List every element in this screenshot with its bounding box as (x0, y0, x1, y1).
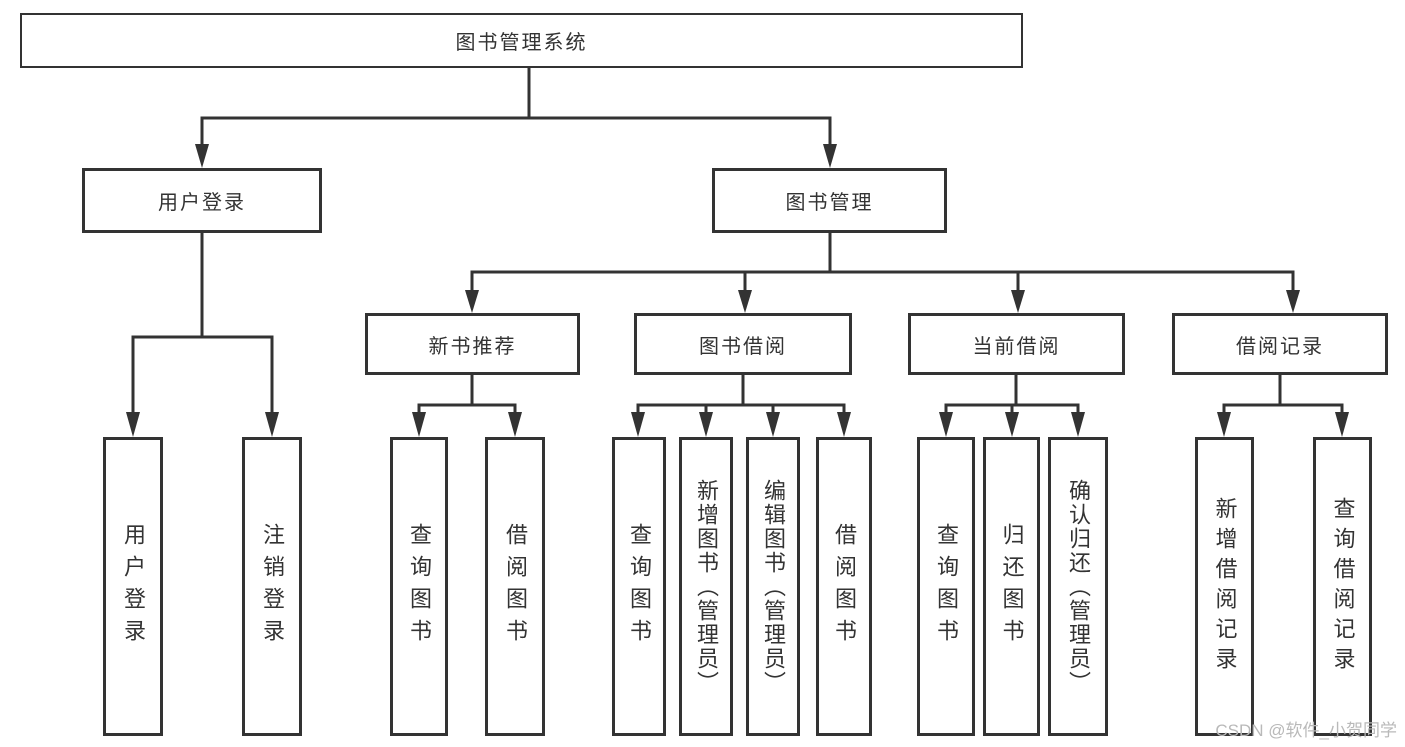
leaf-query-book-borrow-label: 查询图书 (627, 522, 652, 651)
leaf-borrow-book-label: 借阅图书 (832, 522, 857, 651)
node-current-borrow: 当前借阅 (908, 313, 1125, 375)
node-new-book-recommend: 新书推荐 (365, 313, 580, 375)
node-borrow-record-label: 借阅记录 (1236, 335, 1324, 358)
leaf-add-borrow-record: 新增借阅记录 (1195, 437, 1254, 736)
leaf-query-book-recommend-label: 查询图书 (407, 522, 432, 651)
node-root: 图书管理系统 (20, 13, 1023, 68)
node-borrow-record: 借阅记录 (1172, 313, 1388, 375)
leaf-return-book: 归还图书 (983, 437, 1040, 736)
node-new-book-recommend-label: 新书推荐 (428, 335, 517, 358)
leaf-query-book-current-label: 查询图书 (934, 522, 959, 651)
node-root-label: 图书管理系统 (455, 32, 588, 54)
node-book-borrow-label: 图书借阅 (699, 335, 787, 358)
node-user-login-label: 用户登录 (158, 192, 246, 214)
leaf-edit-book-admin: 编辑图书（管理员） (746, 437, 800, 736)
node-user-login: 用户登录 (82, 168, 322, 233)
leaf-confirm-return-admin-label: 确认归还（管理员） (1066, 478, 1091, 695)
leaf-query-book-current: 查询图书 (917, 437, 975, 736)
leaf-user-login-label: 用户登录 (121, 522, 146, 651)
leaf-borrow-book-recommend-label: 借阅图书 (503, 522, 528, 651)
leaf-query-book-recommend: 查询图书 (390, 437, 448, 736)
csdn-watermark: CSDN @软件_小贺同学 (1215, 721, 1397, 740)
leaf-borrow-book: 借阅图书 (816, 437, 872, 736)
leaf-logout: 注销登录 (242, 437, 302, 736)
node-book-management-label: 图书管理 (785, 192, 874, 214)
leaf-confirm-return-admin: 确认归还（管理员） (1048, 437, 1108, 736)
leaf-query-borrow-record: 查询借阅记录 (1313, 437, 1372, 736)
leaf-query-borrow-record-label: 查询借阅记录 (1330, 496, 1356, 677)
leaf-add-book-admin-label: 新增图书（管理员） (694, 478, 719, 695)
leaf-add-borrow-record-label: 新增借阅记录 (1212, 496, 1238, 677)
node-current-borrow-label: 当前借阅 (972, 335, 1061, 358)
leaf-return-book-label: 归还图书 (999, 522, 1025, 651)
leaf-logout-label: 注销登录 (260, 522, 285, 651)
leaf-query-book-borrow: 查询图书 (612, 437, 666, 736)
leaf-add-book-admin: 新增图书（管理员） (679, 437, 733, 736)
leaf-borrow-book-recommend: 借阅图书 (485, 437, 545, 736)
leaf-user-login: 用户登录 (103, 437, 163, 736)
node-book-management: 图书管理 (712, 168, 947, 233)
leaf-edit-book-admin-label: 编辑图书（管理员） (761, 478, 786, 695)
node-book-borrow: 图书借阅 (634, 313, 852, 375)
